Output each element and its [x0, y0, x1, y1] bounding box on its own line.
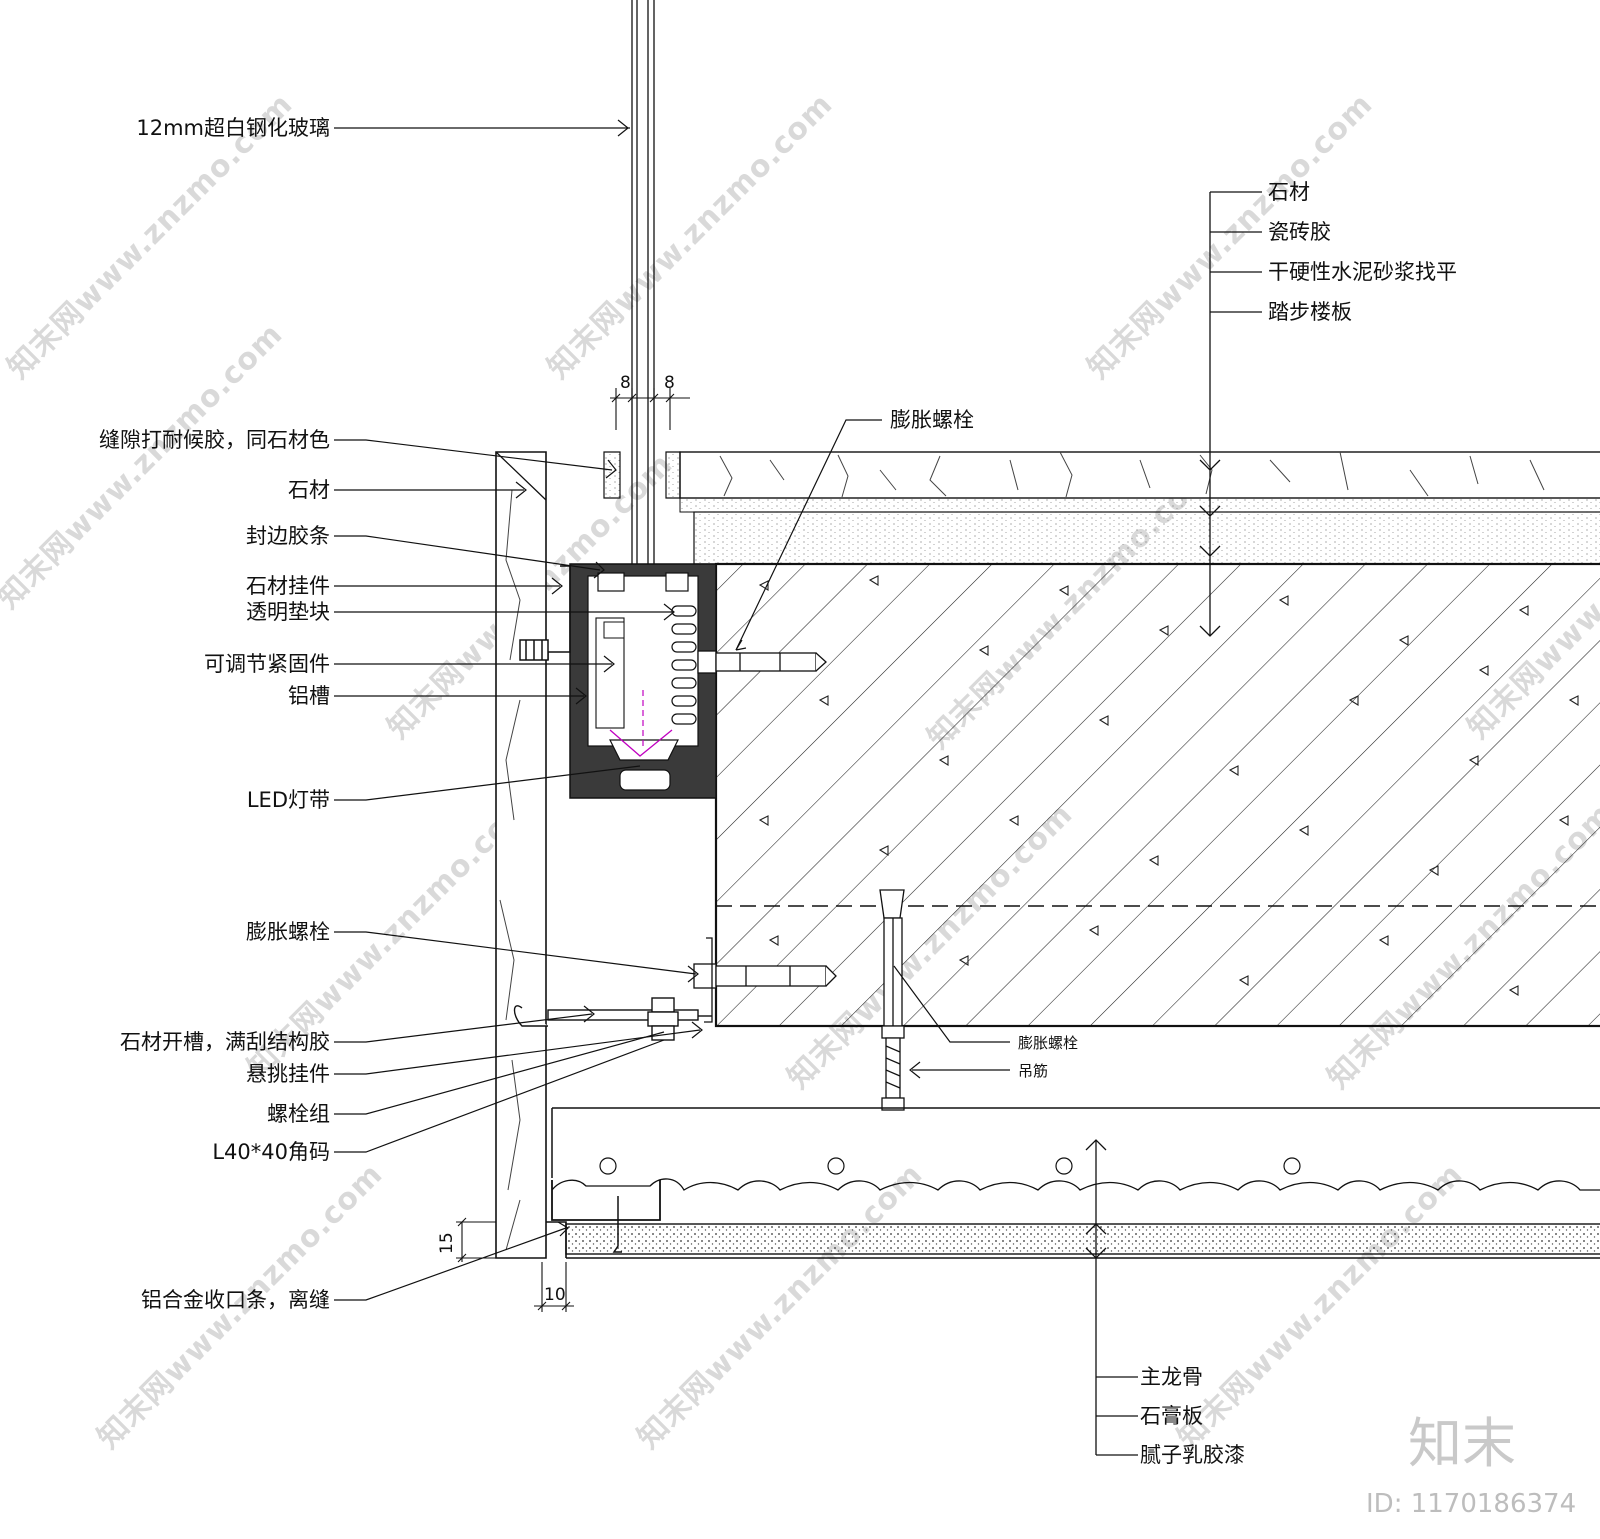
left-labels: 12mm超白钢化玻璃 缝隙打耐候胶，同石材色 石材 封边胶条 石材挂件 透明垫块… — [99, 116, 330, 1312]
dimension-trim-width: 10 — [544, 1285, 566, 1305]
image-id-text: ID: 1170186374 — [1366, 1489, 1576, 1519]
dimension-trim-height: 15 — [437, 1232, 457, 1254]
label-glass: 12mm超白钢化玻璃 — [136, 116, 330, 140]
left-leader-lines — [334, 119, 703, 1301]
label-sealant: 缝隙打耐候胶，同石材色 — [99, 428, 330, 452]
stone-floor-layer — [679, 451, 1600, 565]
concrete-step-slab — [714, 562, 1600, 1028]
floor-layers-leader — [1199, 191, 1262, 637]
label-stone-groove: 石材开槽，满刮结构胶 — [120, 1030, 330, 1054]
aluminum-channel — [569, 563, 717, 799]
label-floor-stone: 石材 — [1268, 180, 1310, 204]
label-clear-spacer: 透明垫块 — [246, 600, 330, 624]
label-gypsum-board: 石膏板 — [1140, 1404, 1203, 1428]
label-bolt-group: 螺栓组 — [267, 1102, 330, 1126]
watermark-text: 知末网www.znzmo.com — [1171, 1157, 1470, 1456]
label-stone-hanger: 石材挂件 — [246, 574, 330, 598]
right-leader-lines — [735, 419, 1010, 1079]
dimension-lines — [456, 388, 690, 1312]
dimension-gap-left: 8 — [620, 373, 631, 393]
floor-labels: 石材 瓷砖胶 干硬性水泥砂浆找平 踏步楼板 — [1268, 180, 1457, 324]
dimension-gap-right: 8 — [664, 373, 675, 393]
watermark-text: 知末网www.znzmo.com — [631, 1157, 930, 1456]
label-putty-paint: 腻子乳胶漆 — [1140, 1443, 1245, 1467]
label-aluminum-channel: 铝槽 — [288, 684, 330, 708]
hanger-rod — [879, 889, 905, 1111]
watermark-text: 知末网www.znzmo.com — [541, 87, 840, 386]
expansion-bolt-lower — [693, 937, 837, 1023]
ceiling-layers-leader — [1085, 1139, 1138, 1456]
label-cantilever-hanger: 悬挑挂件 — [246, 1062, 330, 1086]
cantilever-hanger — [513, 997, 712, 1041]
expansion-bolt-upper — [697, 650, 827, 674]
stone-hanger-bracket — [519, 565, 571, 661]
label-dry-mortar: 干硬性水泥砂浆找平 — [1268, 260, 1457, 284]
label-edge-strip: 封边胶条 — [246, 524, 330, 548]
label-tile-adhesive: 瓷砖胶 — [1268, 220, 1331, 244]
label-stone: 石材 — [288, 478, 330, 502]
watermark-text: 知末网www.znzmo.com — [1081, 87, 1380, 386]
label-top-expansion-bolt: 膨胀螺栓 — [890, 408, 974, 432]
label-expansion-bolt: 膨胀螺栓 — [246, 920, 330, 944]
ceiling-labels: 主龙骨 石膏板 腻子乳胶漆 — [1140, 1365, 1245, 1467]
label-aluminum-trim: 铝合金收口条，离缝 — [141, 1288, 330, 1312]
label-hanger-rod: 吊筋 — [1018, 1062, 1048, 1080]
label-angle-bracket: L40*40角码 — [212, 1140, 330, 1164]
label-small-expansion-bolt: 膨胀螺栓 — [1018, 1034, 1078, 1052]
label-step-slab: 踏步楼板 — [1268, 300, 1352, 324]
label-adjustable-fastener: 可调节紧固件 — [204, 652, 330, 676]
ceiling-assembly — [546, 1107, 1600, 1259]
brand-logo-text: 知末 — [1408, 1412, 1516, 1475]
label-main-keel: 主龙骨 — [1140, 1365, 1203, 1389]
label-led-strip: LED灯带 — [247, 788, 330, 812]
